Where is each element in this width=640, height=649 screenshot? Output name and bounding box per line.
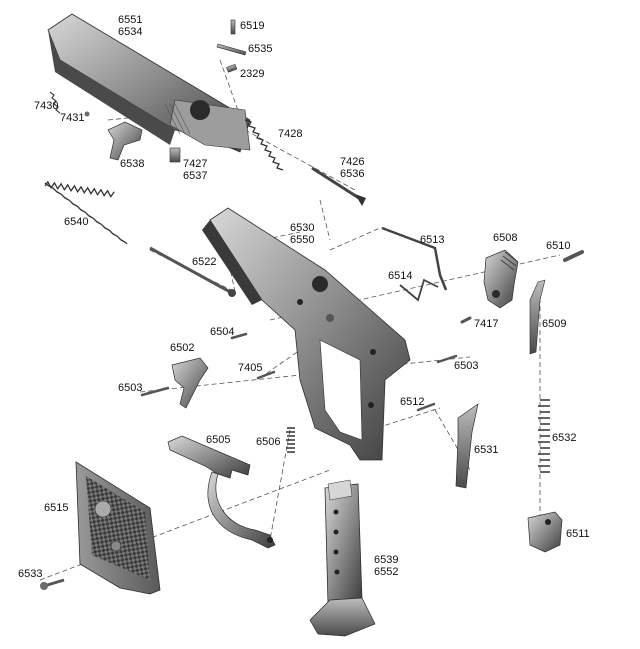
label-6533: 6533 [18, 568, 43, 580]
part-number: 6552 [374, 566, 399, 578]
firing-pin [311, 166, 366, 206]
label-6505: 6505 [206, 434, 231, 446]
extractor-pin [84, 111, 90, 117]
part-number: 6534 [118, 26, 143, 38]
part-number: 7427 [183, 158, 208, 170]
label-2329: 2329 [240, 68, 265, 80]
hammer-pin [563, 250, 584, 262]
part-number: 6550 [290, 234, 315, 246]
small-pins [140, 332, 458, 412]
extractor-spring [49, 91, 61, 114]
label-6519: 6519 [240, 20, 265, 32]
magazine-part [309, 479, 376, 637]
label-7417: 7417 [474, 318, 499, 330]
label-6515: 6515 [44, 502, 69, 514]
label-7430: 7430 [34, 100, 59, 112]
trigger-part [171, 357, 209, 409]
label-6504: 6504 [210, 326, 235, 338]
grip-screw [40, 578, 65, 590]
firing-pin-spring [244, 119, 284, 171]
mainspring [538, 399, 550, 473]
label-7428: 7428 [278, 128, 303, 140]
trigger-spring [286, 427, 295, 453]
trigger-bar [167, 435, 276, 549]
part-number: 6530 [290, 222, 315, 234]
label-6503-left: 6503 [118, 382, 143, 394]
label-6510: 6510 [546, 240, 571, 252]
recoil-spring-coils [44, 182, 128, 245]
rear-sight-pins [216, 19, 247, 73]
hammer-strut [529, 279, 546, 355]
label-7427-6537: 7427 6537 [183, 158, 207, 182]
part-number: 6536 [340, 168, 365, 180]
firing-pin-stop [169, 147, 181, 163]
disconnector-wire [381, 226, 448, 291]
label-6503-right: 6503 [454, 360, 479, 372]
label-6509: 6509 [542, 318, 567, 330]
part-number: 6537 [183, 170, 208, 182]
part-number: 6551 [118, 14, 143, 26]
label-6514: 6514 [388, 270, 413, 282]
mainspring-seat [527, 511, 563, 553]
sear-spring-plate [455, 403, 479, 489]
label-6540: 6540 [64, 216, 89, 228]
hammer-part [483, 249, 519, 309]
label-6531: 6531 [474, 444, 499, 456]
label-6513: 6513 [420, 234, 445, 246]
label-7426-6536: 7426 6536 [340, 156, 364, 180]
label-6539-6552: 6539 6552 [374, 554, 398, 578]
label-6551-6534: 6551 6534 [118, 14, 142, 38]
label-6535: 6535 [248, 43, 273, 55]
label-7405: 7405 [238, 362, 263, 374]
label-7431: 7431 [60, 112, 85, 124]
label-6522: 6522 [192, 256, 217, 268]
label-6502: 6502 [170, 342, 195, 354]
assembly-leaders [39, 59, 561, 581]
guide-rod [149, 246, 236, 297]
label-6532: 6532 [552, 432, 577, 444]
label-6511: 6511 [566, 528, 590, 540]
extractor-part [107, 121, 143, 161]
label-6506: 6506 [256, 436, 281, 448]
slide-part [47, 13, 251, 153]
label-6508: 6508 [493, 232, 518, 244]
sear-pin [460, 316, 472, 324]
small-wire-spring [399, 278, 439, 302]
part-number: 7426 [340, 156, 365, 168]
label-6512: 6512 [400, 396, 425, 408]
label-6530-6550: 6530 6550 [290, 222, 314, 246]
grip-panel [75, 461, 161, 595]
part-number: 6539 [374, 554, 399, 566]
label-6538: 6538 [120, 158, 145, 170]
recoil-spring [44, 180, 115, 198]
frame-part [202, 207, 411, 461]
